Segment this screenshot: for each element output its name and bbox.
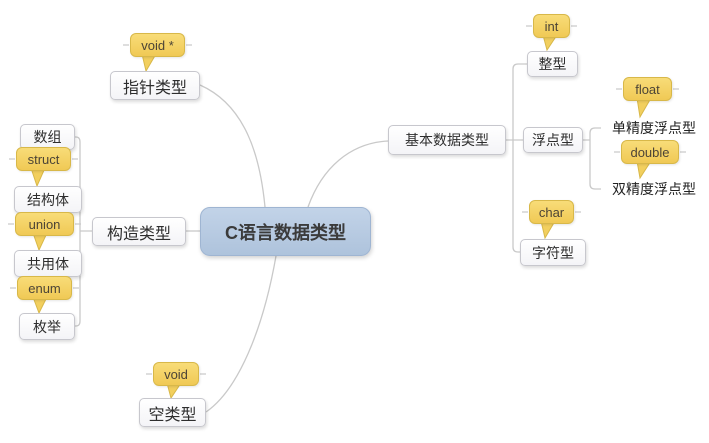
topic-double-precision[interactable]: 双精度浮点型 — [612, 181, 696, 197]
topic-basic-data-types[interactable]: 基本数据类型 — [388, 125, 506, 155]
callout-char[interactable]: char — [529, 200, 574, 224]
root-topic[interactable]: C语言数据类型 — [200, 207, 371, 256]
callout-float[interactable]: float — [623, 77, 672, 101]
callout-void[interactable]: void — [153, 362, 199, 386]
topic-float-type[interactable]: 浮点型 — [523, 127, 583, 153]
callout-enum[interactable]: enum — [17, 276, 72, 300]
callout-union[interactable]: union — [15, 212, 74, 236]
topic-union[interactable]: 共用体 — [14, 250, 82, 277]
callout-struct[interactable]: struct — [16, 147, 71, 171]
callout-double[interactable]: double — [621, 140, 679, 164]
topic-single-precision[interactable]: 单精度浮点型 — [612, 120, 696, 136]
topic-void-type[interactable]: 空类型 — [139, 398, 206, 427]
topic-struct[interactable]: 结构体 — [14, 186, 82, 213]
topic-pointer-type[interactable]: 指针类型 — [110, 71, 200, 100]
topic-enum[interactable]: 枚举 — [19, 313, 75, 340]
topic-integer[interactable]: 整型 — [527, 51, 578, 77]
topic-char-type[interactable]: 字符型 — [520, 239, 586, 266]
callout-int[interactable]: int — [533, 14, 570, 38]
callout-void-pointer[interactable]: void * — [130, 33, 185, 57]
topic-constructed-type[interactable]: 构造类型 — [92, 217, 186, 246]
topic-array[interactable]: 数组 — [20, 124, 75, 150]
